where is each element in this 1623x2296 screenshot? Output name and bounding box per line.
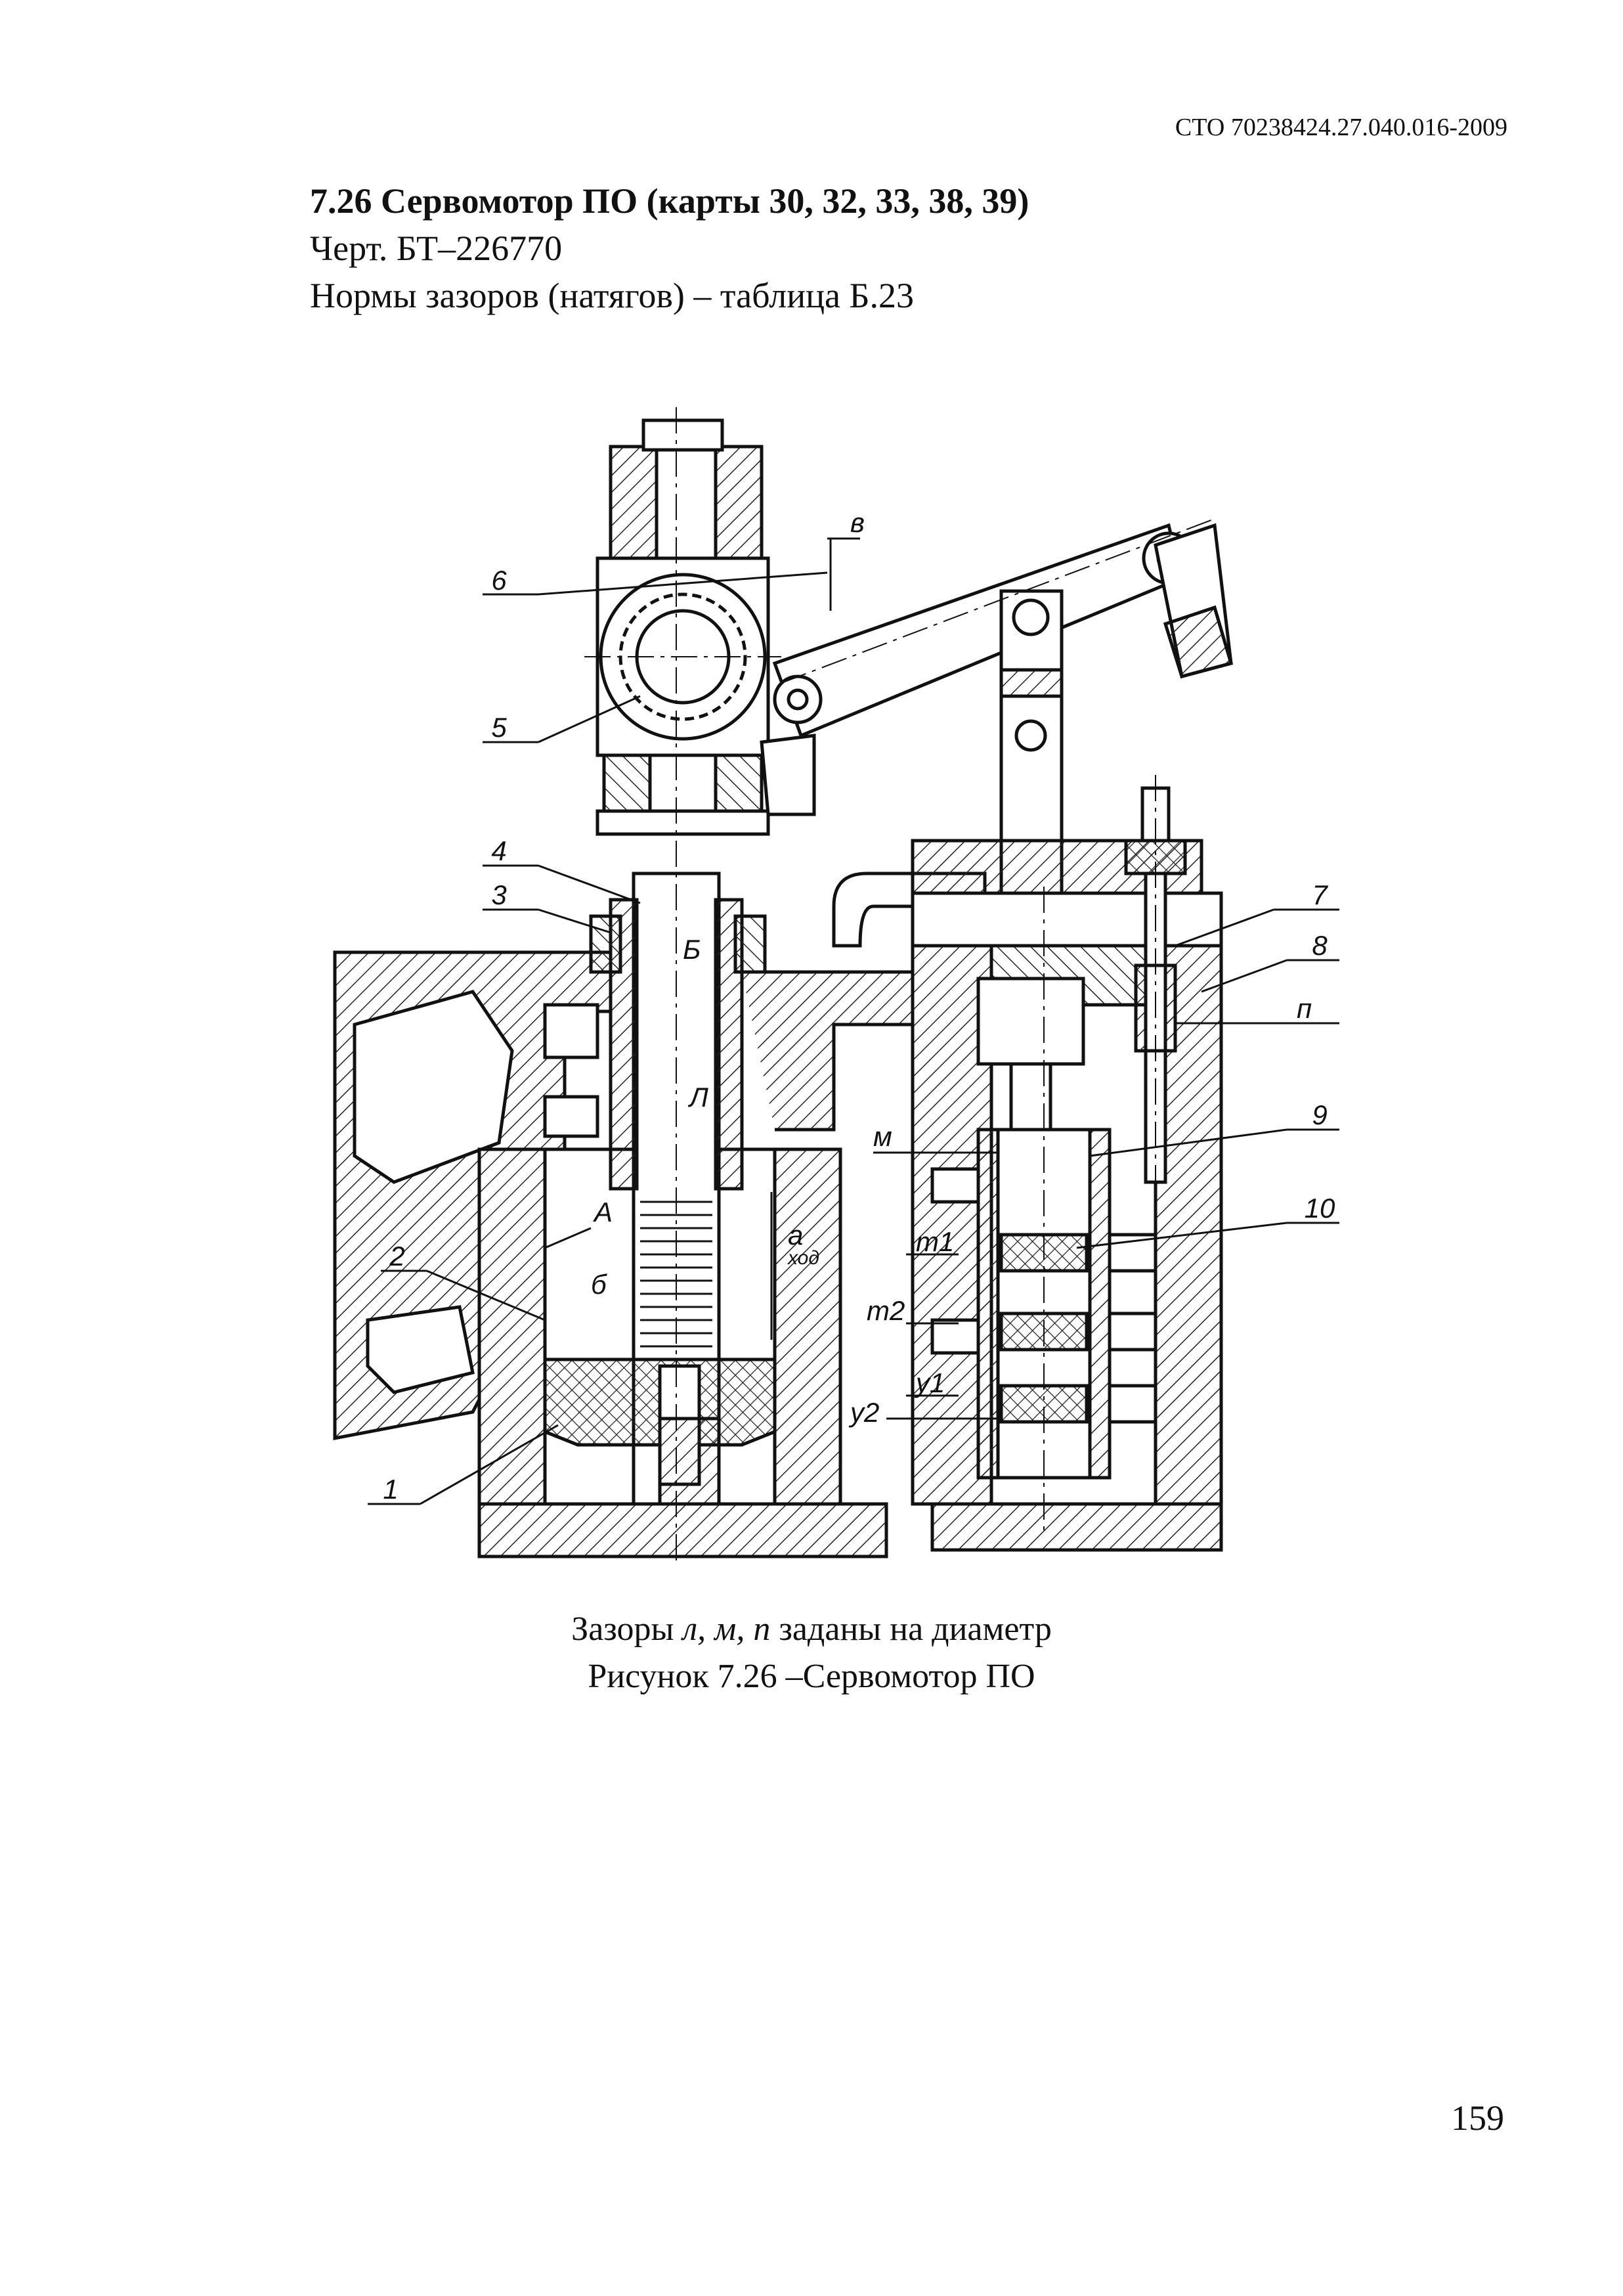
section-title: 7.26 Сервомотор ПО (карты 30, 32, 33, 38… — [310, 181, 1029, 221]
label-6: 6 — [491, 565, 507, 596]
drawing-body — [333, 418, 1234, 1558]
document-code: СТО 70238424.27.040.016-2009 — [1175, 114, 1507, 141]
label-a-cavity: А — [592, 1197, 613, 1227]
label-10: 10 — [1305, 1193, 1335, 1224]
label-b-upper: Б — [683, 934, 701, 965]
label-3: 3 — [491, 879, 506, 910]
section-heading: 7.26 Сервомотор ПО (карты 30, 32, 33, 38… — [310, 177, 1029, 319]
centerlines — [584, 407, 1215, 1563]
leader-lines — [368, 537, 1339, 1505]
label-p: п — [1297, 993, 1312, 1024]
label-8: 8 — [1312, 930, 1328, 961]
caption-line-1: Зазоры л, м, п заданы на диаметр — [0, 1606, 1623, 1653]
label-1: 1 — [383, 1474, 398, 1505]
caption-prefix: Зазоры — [571, 1610, 683, 1648]
label-y2: у2 — [848, 1397, 879, 1428]
label-stroke-sub: ход — [787, 1247, 819, 1269]
label-4: 4 — [491, 835, 506, 866]
figure-caption: Зазоры л, м, п заданы на диаметр Рисунок… — [0, 1606, 1623, 1700]
label-l: Л — [687, 1082, 708, 1113]
label-5: 5 — [491, 712, 507, 743]
label-9: 9 — [1312, 1099, 1327, 1130]
caption-suffix: заданы на диаметр — [770, 1610, 1052, 1648]
label-y1: у1 — [914, 1367, 945, 1398]
caption-variables: л, м, п — [682, 1610, 771, 1648]
label-t2: т2 — [867, 1295, 905, 1326]
label-2: 2 — [389, 1241, 404, 1271]
label-t1: т1 — [916, 1226, 954, 1257]
clearance-norms-reference: Нормы зазоров (натягов) – таблица Б.23 — [310, 276, 914, 315]
label-a-stroke: a — [788, 1220, 803, 1250]
figure-labels: 6 5 4 3 7 8 9 10 2 1 в Б Л А б a ход м т… — [383, 507, 1335, 1505]
drawing-reference: Черт. БТ–226770 — [310, 229, 563, 268]
label-v: в — [850, 507, 865, 538]
label-m: м — [873, 1121, 892, 1152]
label-b-lower: б — [591, 1269, 607, 1300]
page-number: 159 — [1451, 2098, 1504, 2138]
caption-line-2: Рисунок 7.26 –Сервомотор ПО — [588, 1658, 1035, 1695]
label-7: 7 — [1312, 879, 1328, 910]
